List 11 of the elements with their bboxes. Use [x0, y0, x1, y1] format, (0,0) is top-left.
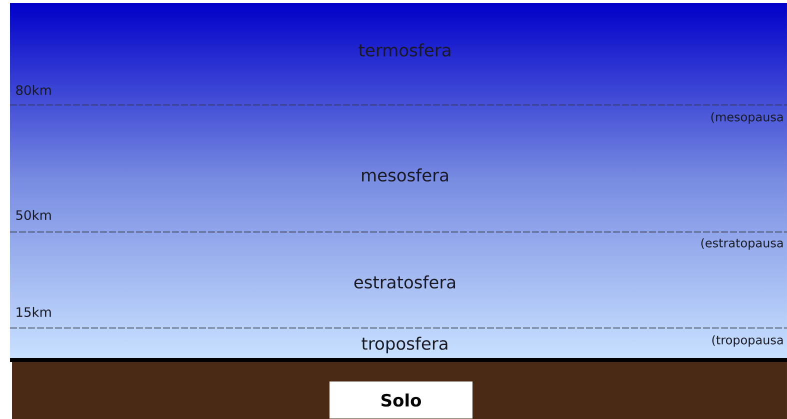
- boundary-label: (tropopausa: [712, 335, 783, 347]
- boundary-label: (mesopausa: [711, 112, 783, 124]
- layer-name: troposfera: [362, 336, 448, 354]
- altitude-label: 80km: [16, 84, 51, 96]
- layer-name: termosfera: [358, 43, 450, 57]
- altitude-label: 15km: [16, 306, 51, 318]
- layer-name: estratosfera: [354, 275, 456, 289]
- boundary-label: (estratopausa: [701, 238, 783, 250]
- layer-name: mesosfera: [362, 168, 448, 182]
- label-box: Solo: [330, 381, 472, 418]
- altitude-label: 50km: [16, 210, 51, 220]
